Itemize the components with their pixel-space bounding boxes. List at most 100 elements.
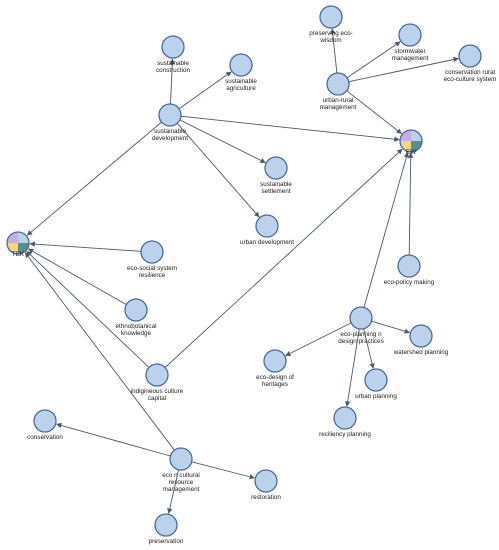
node-eco_social-label-line: resilience bbox=[139, 272, 166, 279]
node-eco_cultural-label-line: resource bbox=[169, 479, 194, 486]
node-eco_planning-label-line: eco-planning n bbox=[340, 331, 382, 338]
node-stormwater-label-line: management bbox=[392, 55, 429, 62]
edge-urban_rural-to-stormwater bbox=[346, 41, 401, 79]
node-watershed-circle bbox=[409, 324, 433, 348]
node-restoration-circle bbox=[254, 469, 278, 493]
node-eco_planning-label-line: design practices bbox=[338, 338, 384, 345]
node-urban_dev-label-line: urban development bbox=[240, 239, 294, 246]
edge-urban_rural-to-ew bbox=[346, 90, 402, 134]
node-preservation-label: preservation bbox=[149, 538, 184, 545]
node-watershed-label: watershed planning bbox=[393, 349, 449, 356]
edge-eco_cultural-to-restoration bbox=[191, 461, 255, 480]
edges-layer bbox=[24, 28, 459, 514]
node-eco_policy[interactable]: eco-policy making bbox=[384, 254, 435, 286]
edge-eco_cultural-to-conservation bbox=[56, 422, 171, 457]
node-eco_cultural-label-line: management bbox=[163, 486, 200, 493]
node-resiliency[interactable]: reciliency planning bbox=[319, 406, 371, 438]
node-preservation-circle bbox=[154, 513, 178, 537]
node-resiliency-label-line: reciliency planning bbox=[319, 431, 371, 438]
node-ethno-label-line: ethnobotanical bbox=[116, 323, 157, 330]
node-urban_plan-label: urban planning bbox=[355, 393, 397, 400]
node-preserving-label-line: preserving eco- bbox=[309, 30, 352, 37]
node-eco_cultural-circle bbox=[169, 447, 193, 471]
edge-urban_rural-to-cons_rural bbox=[348, 56, 459, 83]
node-tek-quadrant-0 bbox=[7, 232, 18, 243]
node-tek[interactable]: TEK bbox=[6, 231, 30, 258]
node-conservation-label: conservation bbox=[27, 434, 63, 441]
node-sust_agri-label-line: agriculture bbox=[226, 85, 256, 92]
node-eco_design-circle bbox=[263, 349, 287, 373]
edge-sust_dev-to-sust_settle bbox=[179, 119, 266, 164]
node-conservation[interactable]: conservation bbox=[27, 409, 63, 441]
node-resiliency-label: reciliency planning bbox=[319, 431, 371, 438]
node-eco_policy-circle bbox=[397, 254, 421, 278]
node-cons_rural-label-line: conservation rural bbox=[445, 69, 495, 76]
node-restoration-label-line: restoration bbox=[251, 494, 281, 501]
node-eco_policy-label: eco-policy making bbox=[384, 279, 435, 286]
node-preservation[interactable]: preservation bbox=[149, 513, 184, 545]
node-restoration[interactable]: restoration bbox=[251, 469, 281, 501]
node-preserving-circle bbox=[319, 5, 343, 29]
edge-eco_cultural-to-preservation bbox=[167, 469, 180, 514]
edge-urban_rural-to-preserving bbox=[330, 28, 338, 74]
edge-sust_dev-to-ew bbox=[180, 115, 400, 142]
node-watershed[interactable]: watershed planning bbox=[393, 324, 449, 356]
edge-indig-to-ew bbox=[164, 148, 403, 368]
edge-sust_dev-to-sust_agri bbox=[178, 71, 232, 110]
edge-eco_planning-to-watershed bbox=[371, 320, 411, 334]
node-sust_constr-circle bbox=[161, 35, 185, 59]
edge-eco_planning-to-eco_design bbox=[285, 322, 352, 357]
node-conservation-label-line: conservation bbox=[27, 434, 63, 441]
node-eco_cultural-label-line: eco n cultural bbox=[162, 472, 199, 479]
node-eco_social-circle bbox=[140, 240, 164, 264]
node-tek-quadrant-1 bbox=[18, 232, 29, 243]
node-eco_policy-label-line: eco-policy making bbox=[384, 279, 435, 286]
node-watershed-label-line: watershed planning bbox=[393, 349, 449, 356]
node-urban_dev[interactable]: urban development bbox=[240, 214, 294, 246]
node-ew[interactable]: EW bbox=[399, 129, 423, 156]
edge-eco_planning-to-resiliency bbox=[345, 328, 360, 407]
node-sust_agri-label-line: sustainable bbox=[225, 78, 257, 85]
node-sust_dev-circle bbox=[158, 103, 182, 127]
node-urban_plan[interactable]: urban planning bbox=[355, 368, 397, 400]
node-urban_plan-circle bbox=[364, 368, 388, 392]
node-eco_social-label-line: eco-social system bbox=[127, 265, 177, 272]
node-preserving[interactable]: preserving eco-wisdom bbox=[309, 5, 353, 44]
node-stormwater-label-line: stormwater bbox=[394, 48, 425, 55]
edge-ethno-to-tek bbox=[27, 248, 127, 305]
node-sust_dev-label-line: development bbox=[152, 135, 188, 142]
edge-eco_social-to-tek bbox=[29, 241, 142, 252]
node-sust_dev-label-line: sustainable bbox=[154, 128, 186, 135]
node-urban_rural-label-line: management bbox=[320, 104, 357, 111]
edge-indig-to-tek bbox=[26, 250, 150, 368]
node-indig-circle bbox=[145, 363, 169, 387]
node-cons_rural-circle bbox=[458, 44, 482, 68]
node-indig-label-line: indigineous culture bbox=[131, 388, 184, 395]
node-sust_agri-circle bbox=[229, 53, 253, 77]
node-urban_rural-circle bbox=[326, 72, 350, 96]
node-resiliency-circle bbox=[333, 406, 357, 430]
node-ethno-circle bbox=[124, 298, 148, 322]
node-conservation-circle bbox=[33, 409, 57, 433]
